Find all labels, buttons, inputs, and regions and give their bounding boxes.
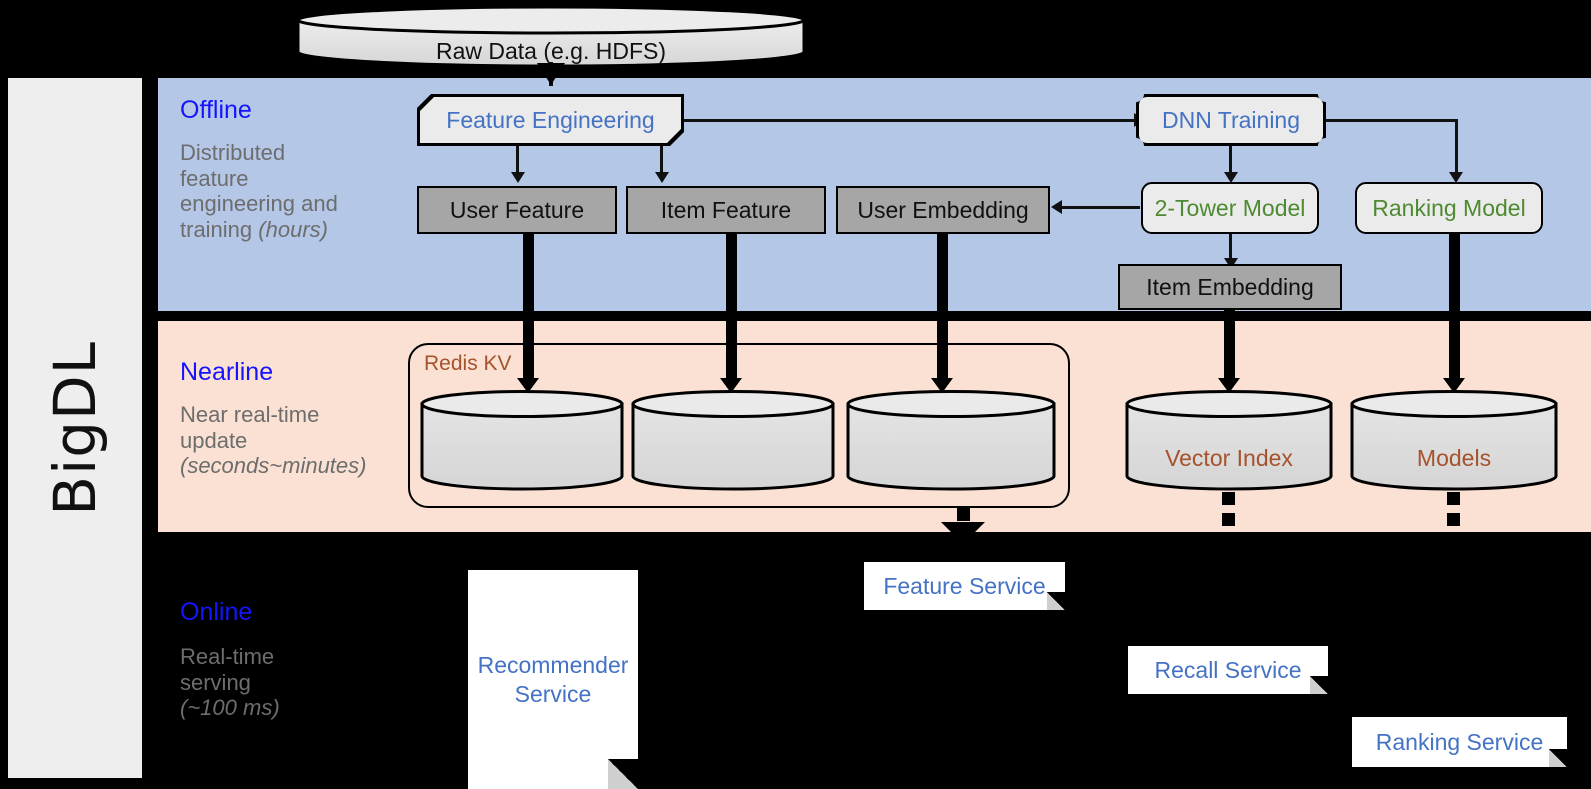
edge-fe-to-itemfeature bbox=[660, 146, 663, 174]
ranking-model-label: Ranking Model bbox=[1372, 194, 1526, 221]
recall-service-fold-icon bbox=[1310, 676, 1328, 694]
feature-service-node[interactable]: Feature Service bbox=[864, 562, 1065, 610]
recommender-service-node[interactable]: Recommender Service bbox=[468, 570, 638, 789]
item-embedding-node[interactable]: Item Embedding bbox=[1118, 264, 1342, 310]
recommender-service-fold-icon bbox=[608, 759, 638, 789]
online-desc-l3: (~100 ms) bbox=[180, 695, 280, 721]
edge-twotower-to-userembedding-head bbox=[1051, 200, 1062, 214]
pipe-userfeature-to-store bbox=[523, 232, 534, 384]
dash-recall-seg2 bbox=[1222, 513, 1235, 526]
nearline-title: Nearline bbox=[180, 358, 274, 386]
dnn-flare-tr bbox=[1318, 86, 1334, 102]
user-embedding-store-cylinder[interactable] bbox=[845, 389, 1057, 491]
item-feature-store-cylinder[interactable] bbox=[630, 389, 836, 491]
feature-engineering-label: Feature Engineering bbox=[446, 106, 655, 133]
raw-data-cylinder: Raw Data (e.g. HDFS) bbox=[295, 4, 807, 68]
pipe-itemfeature-to-store bbox=[726, 232, 737, 384]
offline-desc-l4: training bbox=[180, 216, 259, 242]
pipe-rankingmodel-to-models bbox=[1449, 232, 1460, 384]
ranking-model-node[interactable]: Ranking Model bbox=[1355, 182, 1543, 234]
recommender-service-label-l2: Service bbox=[514, 680, 592, 707]
nearline-desc-l3: (seconds~minutes) bbox=[180, 453, 367, 479]
pipe-userembedding-arrow bbox=[931, 378, 953, 393]
edge-dnn-to-ranking-v bbox=[1455, 119, 1458, 177]
models-cylinder[interactable]: Models bbox=[1349, 389, 1559, 491]
nearline-desc-l1: Near real-time bbox=[180, 402, 320, 427]
pipe-rankingmodel-arrow bbox=[1443, 378, 1465, 393]
dnn-training-node[interactable]: DNN Training bbox=[1128, 86, 1334, 154]
nearline-desc-l2: update bbox=[180, 427, 248, 453]
user-embedding-node[interactable]: User Embedding bbox=[836, 186, 1050, 234]
pipe-userembedding-to-store bbox=[937, 232, 948, 384]
ranking-service-node[interactable]: Ranking Service bbox=[1352, 717, 1567, 767]
ranking-service-label: Ranking Service bbox=[1375, 728, 1544, 755]
user-feature-store-cylinder[interactable] bbox=[419, 389, 625, 491]
offline-description: Distributed feature engineering and trai… bbox=[180, 140, 390, 242]
dnn-training-label: DNN Training bbox=[1161, 106, 1301, 133]
pipe-itememb-arrow bbox=[1218, 378, 1240, 393]
dnn-flare-bl bbox=[1128, 138, 1144, 154]
offline-title: Offline bbox=[180, 96, 252, 124]
edge-dnn-to-ranking-h bbox=[1326, 119, 1457, 122]
ranking-service-fold-icon bbox=[1549, 749, 1567, 767]
online-desc-l1: Real-time bbox=[180, 644, 275, 669]
edge-fe-to-userfeature bbox=[516, 146, 519, 174]
online-description: Real-time serving (~100 ms) bbox=[180, 644, 400, 721]
pipe-userfeature-arrow bbox=[517, 378, 539, 393]
offline-desc-l1: Distributed bbox=[180, 140, 286, 165]
dash-featureservice-seg bbox=[957, 508, 970, 521]
edge-dnn-to-twotower bbox=[1229, 146, 1232, 176]
offline-desc-l2: feature bbox=[180, 165, 249, 191]
nearline-description: Near real-time update (seconds~minutes) bbox=[180, 402, 410, 479]
dnn-flare-tl bbox=[1128, 86, 1144, 102]
dash-featureservice-arrow bbox=[941, 522, 985, 544]
item-feature-label: Item Feature bbox=[660, 196, 792, 223]
dash-ranking-seg2 bbox=[1447, 513, 1460, 526]
dnn-flare-br bbox=[1318, 138, 1334, 154]
edge-twotower-to-itememb bbox=[1229, 234, 1232, 262]
edge-dnn-to-ranking-head bbox=[1449, 172, 1463, 183]
redis-kv-container bbox=[408, 343, 1070, 508]
two-tower-model-node[interactable]: 2-Tower Model bbox=[1141, 182, 1319, 234]
offline-desc-l4-italic: (hours) bbox=[258, 216, 328, 242]
pipe-itemfeature-arrow bbox=[720, 378, 742, 393]
feature-engineering-node[interactable]: Feature Engineering bbox=[417, 94, 684, 146]
edge-fe-to-dnn bbox=[684, 119, 1136, 122]
edge-dnn-to-twotower-head bbox=[1224, 172, 1238, 183]
edge-fe-to-itemfeature-head bbox=[655, 172, 669, 183]
recommender-service-label-l1: Recommender bbox=[477, 651, 629, 678]
online-title: Online bbox=[180, 598, 253, 626]
online-desc-l2: serving bbox=[180, 669, 251, 695]
feature-service-label: Feature Service bbox=[883, 572, 1046, 599]
arrow-rawdata-to-fe-head bbox=[537, 63, 565, 85]
redis-kv-label: Redis KV bbox=[424, 352, 512, 375]
pipe-itememb-to-vectorindex bbox=[1224, 308, 1235, 384]
recall-service-node[interactable]: Recall Service bbox=[1128, 646, 1328, 694]
edge-fe-to-userfeature-head bbox=[511, 172, 525, 183]
offline-desc-l3: engineering and bbox=[180, 191, 338, 217]
bigdl-rail: BigDL bbox=[8, 78, 142, 778]
dash-recall-seg1 bbox=[1222, 492, 1235, 505]
edge-twotower-to-itememb-head bbox=[1224, 258, 1238, 269]
recall-service-label: Recall Service bbox=[1154, 656, 1302, 683]
dash-ranking-seg1 bbox=[1447, 492, 1460, 505]
user-embedding-label: User Embedding bbox=[857, 196, 1029, 223]
edge-twotower-to-userembedding bbox=[1062, 206, 1140, 209]
vector-index-cylinder[interactable]: Vector Index bbox=[1124, 389, 1334, 491]
two-tower-model-label: 2-Tower Model bbox=[1154, 194, 1306, 221]
item-feature-node[interactable]: Item Feature bbox=[626, 186, 826, 234]
bigdl-label: BigDL bbox=[41, 340, 109, 516]
feature-service-fold-icon bbox=[1047, 592, 1065, 610]
user-feature-node[interactable]: User Feature bbox=[417, 186, 617, 234]
item-embedding-label: Item Embedding bbox=[1146, 273, 1314, 300]
user-feature-label: User Feature bbox=[449, 196, 585, 223]
